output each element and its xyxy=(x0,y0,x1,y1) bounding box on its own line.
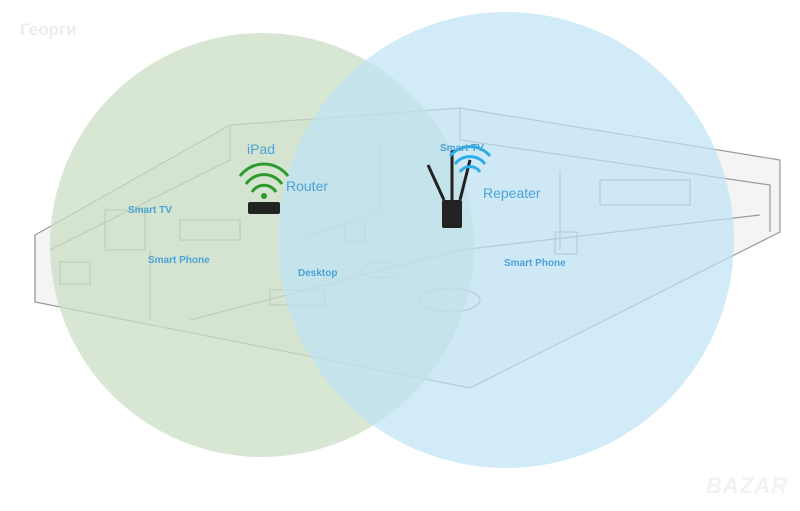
router-label: Router xyxy=(286,178,329,194)
bazar-logo: BAZAR xyxy=(706,473,788,498)
watermark: Георги xyxy=(20,20,77,39)
repeater-icon xyxy=(426,145,492,228)
repeater-coverage-area xyxy=(278,12,734,468)
smart-phone-right-label: Smart Phone xyxy=(504,258,566,269)
smart-tv-right-label: Smart TV xyxy=(440,143,484,154)
smart-phone-left-label: Smart Phone xyxy=(148,255,210,266)
repeater-label: Repeater xyxy=(483,185,541,201)
ipad-label: iPad xyxy=(247,141,276,157)
router-icon xyxy=(238,162,290,214)
smart-tv-left-label: Smart TV xyxy=(128,205,172,216)
desktop-label: Desktop xyxy=(298,268,338,279)
